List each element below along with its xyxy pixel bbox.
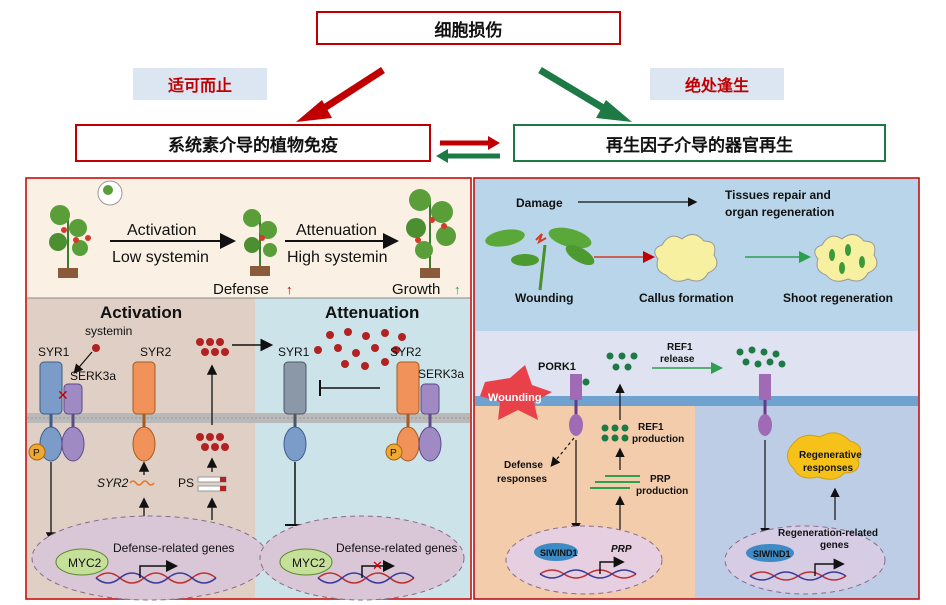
cross-icon: ✕ — [57, 387, 69, 403]
label-siwind1: SlWIND1 — [540, 548, 578, 558]
prp-lines — [590, 475, 640, 489]
left-box-text: 系统素介导的植物免疫 — [168, 135, 338, 156]
attenuation-title: Attenuation — [325, 303, 419, 322]
label-systemin: systemin — [85, 324, 132, 338]
wounding-burst-icon — [480, 365, 552, 420]
activation-title: Activation — [100, 303, 182, 322]
left-tag-text: 适可而止 — [167, 76, 232, 95]
siwind1-protein — [534, 543, 578, 561]
left-panel: Activation Low systemin Attenuation High… — [25, 177, 472, 601]
right-box: 再生因子介导的器官再生 — [513, 124, 886, 162]
label-damage: Damage — [516, 196, 563, 210]
syr2-receptor — [396, 361, 420, 462]
label-high-systemin: High systemin — [287, 249, 387, 266]
pork1-receptor — [758, 374, 772, 436]
systemin-cluster — [196, 338, 229, 451]
cross-icon: ✕ — [372, 558, 383, 573]
systemin-dot — [92, 344, 100, 352]
root-title-box: 细胞损伤 — [316, 11, 621, 45]
myc2-protein — [279, 548, 333, 576]
label-shoot: Shoot regeneration — [783, 291, 893, 305]
label-prp-gene: PRP — [611, 544, 632, 555]
right-panel: Damage Tissues repair and organ regenera… — [473, 177, 920, 600]
label-ref1-release: REF1 — [667, 342, 693, 353]
label-activation: Activation — [127, 222, 196, 239]
serk3a-receptor — [418, 383, 442, 462]
mrna-icon — [129, 480, 155, 486]
label-syr1: SYR1 — [38, 345, 70, 359]
shoot-icon — [829, 244, 865, 274]
label-syr2-att: SYR2 — [390, 345, 422, 359]
ref1-cluster — [736, 346, 786, 368]
label-repair: Tissues repair and — [725, 188, 831, 202]
left-box: 系统素介导的植物免疫 — [75, 124, 431, 162]
dna-icon — [95, 572, 217, 584]
label-myc2: MYC2 — [292, 556, 326, 570]
label-wounding-top: Wounding — [515, 291, 573, 305]
syr1-receptor — [283, 361, 307, 462]
label-wounding: Wounding — [488, 392, 542, 404]
label-regen2: responses — [803, 463, 853, 474]
phospho-icon — [28, 443, 46, 461]
label-serk3a-att: SERK3a — [418, 367, 464, 381]
label-syr1-att: SYR1 — [278, 345, 310, 359]
label-myc2: MYC2 — [68, 556, 102, 570]
label-repair2: organ regeneration — [725, 205, 834, 219]
label-defense-genes: Defense-related genes — [113, 541, 234, 555]
myc2-protein — [55, 548, 109, 576]
label-pork1: PORK1 — [538, 361, 576, 373]
up-arrow-icon: ↑ — [454, 282, 461, 297]
label-attenuation: Attenuation — [296, 222, 377, 239]
root-title: 细胞损伤 — [434, 20, 503, 41]
label-regen-genes: Regeneration-related — [778, 528, 878, 539]
wounded-plant-icon — [485, 227, 595, 291]
left-tag: 适可而止 — [133, 68, 267, 100]
label-prp-prod: PRP — [650, 474, 671, 485]
label-ps: PS — [178, 476, 194, 490]
label-ref1-prod: REF1 — [638, 422, 664, 433]
tomato-plant-icon — [243, 209, 277, 276]
tomato-plant-icon — [406, 189, 456, 278]
label-syr2-gene: SYR2 — [97, 476, 129, 490]
up-arrow-icon: ↑ — [286, 282, 293, 297]
systemin-cluster — [314, 328, 406, 370]
right-tag-text: 绝处逢生 — [684, 76, 749, 95]
label-callus: Callus formation — [639, 291, 734, 305]
label-low-systemin: Low systemin — [112, 249, 209, 266]
label-defense-resp: Defense — [504, 460, 543, 471]
label-regen: Regenerative — [799, 450, 862, 461]
label-syr2: SYR2 — [140, 345, 172, 359]
label-defense-resp2: responses — [497, 474, 547, 485]
label-defense-genes: Defense-related genes — [336, 541, 457, 555]
siwind1-protein — [746, 544, 794, 562]
label-serk3a: SERK3a — [70, 369, 116, 383]
syr1-receptor — [39, 361, 63, 462]
label-growth: Growth — [392, 281, 440, 298]
label-defense: Defense — [213, 281, 269, 298]
ref1-cluster — [601, 352, 638, 442]
right-tag: 绝处逢生 — [650, 68, 784, 100]
regen-cloud — [787, 432, 862, 480]
phospho-label: P — [390, 448, 397, 459]
header-arrows — [296, 66, 632, 163]
serk3a-receptor — [61, 383, 85, 462]
phospho-label: P — [33, 448, 40, 459]
tomato-plant-icon — [49, 180, 123, 278]
label-siwind1-b: SlWIND1 — [753, 549, 791, 559]
label-regen-genes2: genes — [820, 540, 849, 551]
shoot-callus-icon — [814, 234, 878, 282]
nucleus — [505, 525, 663, 595]
label-prp-prod2: production — [636, 486, 688, 497]
phospho-icon — [385, 443, 403, 461]
label-ref1-release2: release — [660, 354, 695, 365]
syr2-receptor — [132, 361, 156, 462]
label-ref1-prod2: production — [632, 434, 684, 445]
pork1-receptor — [569, 374, 583, 436]
right-box-text: 再生因子介导的器官再生 — [606, 135, 793, 156]
callus-icon — [654, 234, 718, 282]
